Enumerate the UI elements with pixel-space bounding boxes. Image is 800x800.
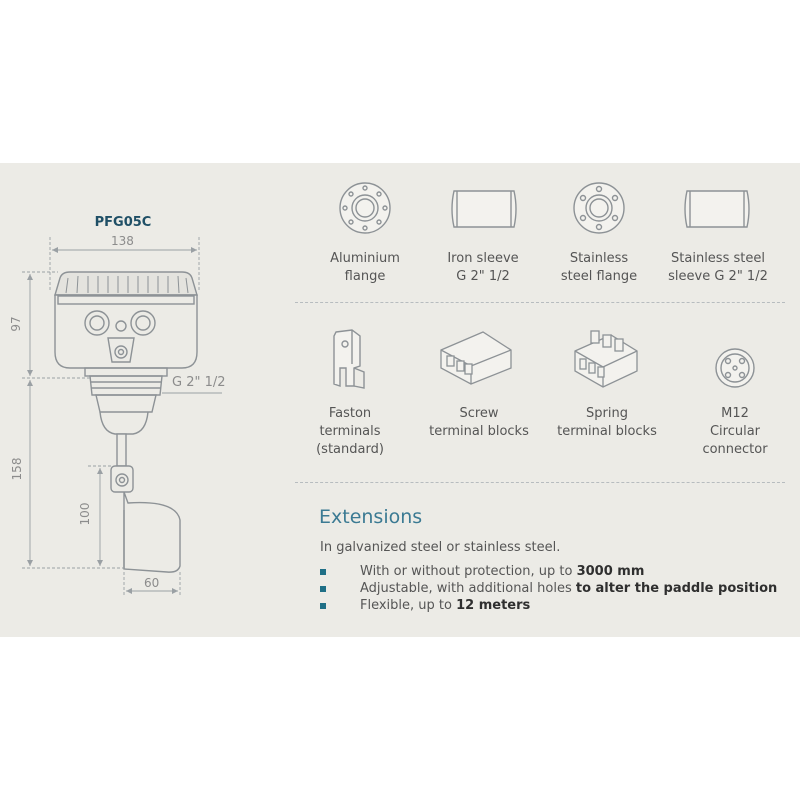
screw-terminal-block-icon: [440, 331, 512, 385]
dimension-head-height: 97: [9, 316, 23, 332]
stainless-flange-icon: [573, 182, 625, 234]
switch-drawing: [22, 237, 222, 595]
aluminium-flange-icon: [339, 182, 391, 234]
spring-terminal-block-icon: [574, 330, 638, 388]
dimension-thread: G 2" 1/2: [172, 375, 226, 390]
dimension-paddle-width: 60: [144, 576, 160, 590]
separator: [295, 482, 785, 483]
faston-terminal-icon: [333, 329, 365, 389]
extensions-subtitle: In galvanized steel or stainless steel.: [320, 540, 561, 555]
bullet-square-icon: [320, 569, 326, 575]
model-name: PFG05C: [94, 215, 152, 230]
bullet-square-icon: [320, 603, 326, 609]
extensions-title: Extensions: [319, 506, 423, 528]
separator: [295, 302, 785, 303]
bullet-square-icon: [320, 586, 326, 592]
m12-connector-icon: [715, 348, 755, 388]
dimension-width: 138: [111, 234, 134, 248]
iron-sleeve-icon: [451, 190, 517, 228]
dimension-total-length: 158: [10, 457, 24, 481]
stainless-sleeve-icon: [684, 190, 750, 228]
dimension-paddle-height: 100: [78, 502, 92, 526]
